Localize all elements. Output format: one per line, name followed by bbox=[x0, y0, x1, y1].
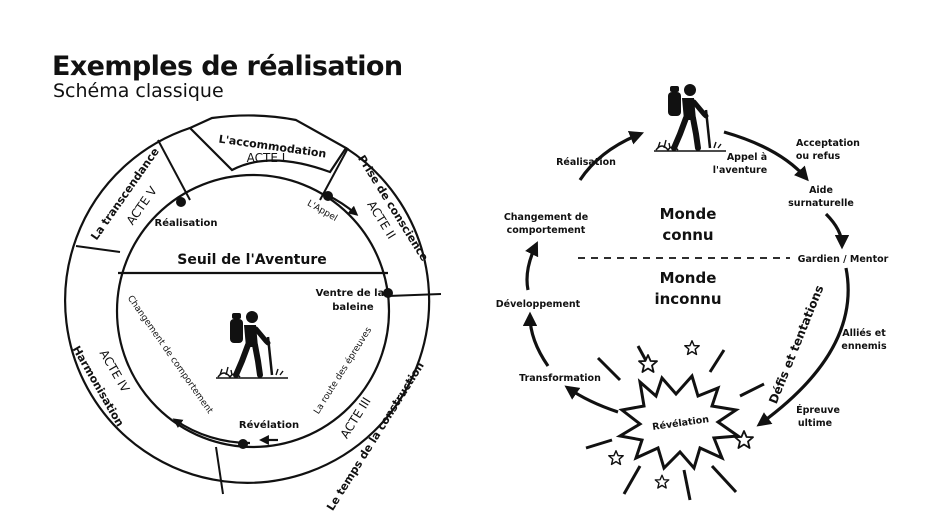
ventre-label-2: baleine bbox=[332, 302, 374, 313]
burst-icon bbox=[585, 345, 765, 501]
stage-aide-1: Aide bbox=[809, 185, 833, 196]
stage-allies-2: ennemis bbox=[841, 341, 887, 352]
stage-transformation: Transformation bbox=[519, 373, 601, 384]
stage-acceptation-2: ou refus bbox=[796, 151, 841, 162]
stage-allies-1: Alliés et bbox=[842, 328, 886, 339]
star-icon bbox=[654, 474, 670, 489]
arrow-changement bbox=[525, 241, 539, 291]
star-icon bbox=[608, 450, 624, 466]
hiker-icon bbox=[216, 311, 288, 378]
divider-transcendance-top bbox=[157, 139, 191, 201]
stage-changement-2: comportement bbox=[507, 225, 586, 236]
monde-inconnu-2: inconnu bbox=[654, 290, 721, 308]
stage-appel-1: Appel à bbox=[727, 152, 767, 163]
seuil-label: Seuil de l'Aventure bbox=[177, 252, 326, 268]
stage-epreuve-2: ultime bbox=[798, 418, 832, 429]
divider-prise bbox=[387, 293, 442, 297]
right-journey-cycle: Monde connu Monde inconnu Réalisation Ap… bbox=[496, 84, 889, 501]
arrow-transformation bbox=[564, 385, 619, 414]
act1-label: ACTE I bbox=[247, 151, 286, 165]
stage-acceptation-1: Acceptation bbox=[796, 138, 860, 149]
star-icon bbox=[734, 430, 754, 449]
divider-harmonisation bbox=[215, 446, 224, 495]
stage-developpement: Développement bbox=[496, 299, 581, 310]
star-icon bbox=[684, 340, 700, 356]
arrow-epreuve bbox=[756, 267, 850, 427]
stage-epreuve-1: Épreuve bbox=[796, 404, 840, 416]
revelation-dot bbox=[238, 439, 248, 449]
outer-ring bbox=[64, 126, 431, 484]
ventre-dot bbox=[383, 288, 393, 298]
arrow-realisation bbox=[578, 131, 645, 181]
divider-transcendance bbox=[75, 245, 121, 253]
changement-inner-label: Changement de comportement bbox=[125, 294, 215, 416]
accommodation-segment bbox=[188, 114, 348, 174]
stage-aide-2: surnaturelle bbox=[788, 198, 854, 209]
realisation-dot bbox=[176, 197, 186, 207]
monde-inconnu-1: Monde bbox=[660, 269, 717, 287]
page-title: Exemples de réalisation bbox=[52, 51, 403, 82]
stage-defis: Défis et tentations bbox=[766, 283, 826, 405]
page-subtitle: Schéma classique bbox=[53, 80, 224, 102]
stage-realisation: Réalisation bbox=[556, 157, 616, 168]
arrow-developpement bbox=[522, 311, 550, 367]
left-journey-wheel: Seuil de l'Aventure L'accommodation ACTE… bbox=[64, 114, 442, 513]
stage-gardien: Gardien / Mentor bbox=[798, 254, 889, 265]
realisation-inner-label: Réalisation bbox=[155, 217, 218, 229]
appel-dot bbox=[323, 191, 333, 201]
stage-appel-2: l'aventure bbox=[713, 165, 767, 176]
divider-prise-top bbox=[319, 147, 349, 201]
stage-changement-1: Changement de bbox=[504, 212, 588, 223]
star-icon bbox=[638, 354, 658, 373]
ventre-label-1: Ventre de la bbox=[316, 288, 385, 299]
hiker-icon-right bbox=[654, 84, 726, 151]
monde-connu-1: Monde bbox=[660, 205, 717, 223]
arrow-aide bbox=[824, 212, 850, 250]
arrow-appel bbox=[723, 130, 809, 182]
revelation-inner-label: Révélation bbox=[239, 419, 299, 431]
monde-connu-2: connu bbox=[662, 226, 713, 244]
inner-ring bbox=[115, 173, 391, 449]
